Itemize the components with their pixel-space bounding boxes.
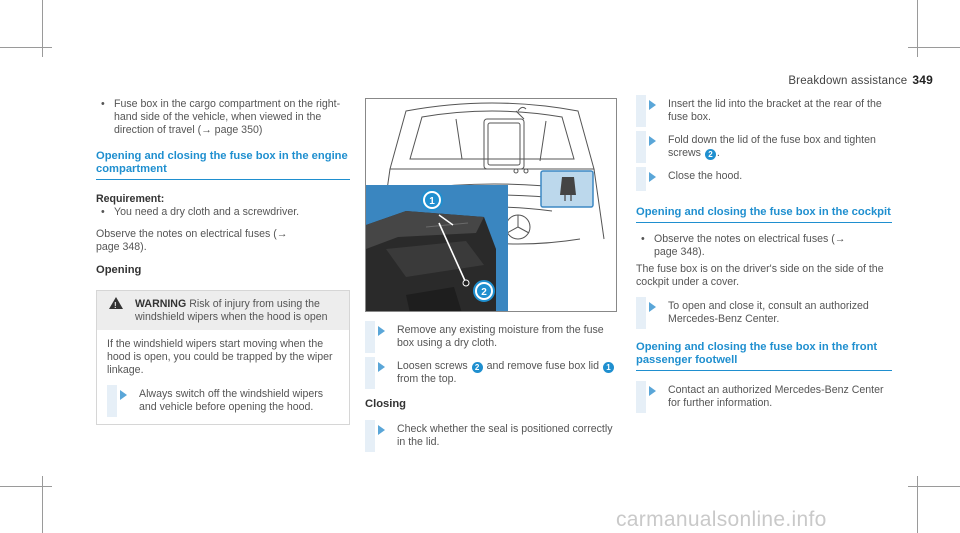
- step-arrow-icon: [378, 326, 385, 336]
- step-text: Close the hood.: [668, 170, 743, 182]
- step-bar: [636, 167, 646, 191]
- page-number: 349: [912, 73, 933, 87]
- instruction-step: Fold down the lid of the fuse box and ti…: [636, 131, 892, 163]
- step-bar: [636, 297, 646, 329]
- step-text: To open and close it, consult an authori…: [668, 300, 869, 325]
- subheading-closing: Closing: [365, 398, 407, 410]
- callout-1: 1: [421, 189, 443, 211]
- callout-1-label: 1: [429, 196, 435, 207]
- middle-column: Remove any existing moisture from the fu…: [365, 321, 623, 452]
- step-text: Insert the lid into the bracket at the r…: [668, 98, 882, 123]
- instruction-step: Contact an authorized Mercedes-Benz Cent…: [636, 381, 892, 413]
- step-arrow-icon: [378, 362, 385, 372]
- step-text-part: Fold down the lid of the fuse box and ti…: [668, 134, 876, 159]
- crop-mark: [42, 476, 43, 533]
- step-bar: [107, 385, 117, 417]
- crop-mark: [0, 47, 52, 48]
- step-bar: [365, 420, 375, 452]
- list-item: Fuse box in the cargo compartment on the…: [96, 98, 350, 137]
- section-heading: Opening and closing the fuse box in the …: [636, 206, 892, 223]
- step-arrow-icon: [649, 302, 656, 312]
- step-text: Fold down the lid of the fuse box and ti…: [668, 134, 892, 160]
- crop-mark: [917, 476, 918, 533]
- list-item: You need a dry cloth and a screwdriver.: [96, 206, 350, 219]
- warning-title: WARNING: [135, 298, 187, 310]
- instruction-step: Remove any existing moisture from the fu…: [365, 321, 623, 353]
- engine-compartment-figure: 1 2: [365, 98, 617, 312]
- step-arrow-icon: [120, 390, 127, 400]
- step-text-part: .: [716, 147, 720, 159]
- step-arrow-icon: [649, 136, 656, 146]
- instruction-step: Insert the lid into the bracket at the r…: [636, 95, 892, 127]
- right-column: Insert the lid into the bracket at the r…: [636, 95, 892, 413]
- section-heading: Opening and closing the fuse box in the …: [96, 150, 350, 180]
- step-text-part: Loosen screws: [397, 360, 468, 372]
- step-bar: [636, 381, 646, 413]
- crop-mark: [917, 0, 918, 57]
- instruction-step: Always switch off the windshield wipers …: [107, 385, 339, 417]
- step-text-part: from the top.: [397, 373, 457, 385]
- step-arrow-icon: [649, 172, 656, 182]
- step-bar: [365, 321, 375, 353]
- callout-badge-2: 2: [471, 362, 483, 373]
- step-text: Contact an authorized Mercedes-Benz Cent…: [668, 384, 884, 409]
- step-arrow-icon: [649, 100, 656, 110]
- step-bar: [365, 357, 375, 389]
- watermark: carmanualsonline.info: [616, 508, 827, 531]
- step-arrow-icon: [378, 425, 385, 435]
- requirement-label: Requirement:: [96, 193, 165, 205]
- step-text: Always switch off the windshield wipers …: [139, 388, 324, 413]
- engine-compartment-illustration: 1 2: [366, 102, 605, 311]
- observe-text: Observe the notes on electrical fuses (→…: [96, 228, 288, 253]
- step-text: Check whether the seal is positioned cor…: [397, 423, 613, 448]
- instruction-step: Loosen screws 2 and remove fuse box lid …: [365, 357, 623, 389]
- step-bar: [636, 95, 646, 127]
- instruction-step: Close the hood.: [636, 167, 892, 191]
- crop-mark: [42, 0, 43, 57]
- crop-mark: [908, 486, 960, 487]
- step-arrow-icon: [649, 386, 656, 396]
- crop-mark: [908, 47, 960, 48]
- step-text: Remove any existing moisture from the fu…: [397, 324, 604, 349]
- step-text-part: and remove fuse box lid: [486, 360, 600, 372]
- callout-2: 2: [473, 280, 495, 302]
- warning-body: If the windshield wipers start moving wh…: [97, 330, 349, 424]
- step-text: Loosen screws 2 and remove fuse box lid …: [397, 360, 623, 386]
- subheading-opening: Opening: [96, 264, 142, 276]
- page-header: Breakdown assistance 349: [788, 73, 933, 87]
- instruction-step: To open and close it, consult an authori…: [636, 297, 892, 329]
- warning-text: If the windshield wipers start moving wh…: [107, 338, 333, 376]
- list-item: Observe the notes on electrical fuses (→…: [636, 233, 856, 259]
- callout-2-label: 2: [481, 287, 487, 298]
- left-column: Fuse box in the cargo compartment on the…: [96, 98, 350, 425]
- callout-badge-2: 2: [704, 149, 716, 160]
- warning-icon: [109, 297, 123, 312]
- step-bar: [636, 131, 646, 163]
- section-heading: Opening and closing the fuse box in the …: [636, 341, 892, 371]
- crop-mark: [0, 486, 52, 487]
- section-title: Breakdown assistance: [788, 75, 908, 87]
- warning-lead: Risk of injury from using the windshield…: [135, 298, 328, 323]
- callout-badge-1: 1: [603, 362, 615, 373]
- cockpit-text: The fuse box is on the driver's side on …: [636, 263, 884, 288]
- instruction-step: Check whether the seal is positioned cor…: [365, 420, 623, 452]
